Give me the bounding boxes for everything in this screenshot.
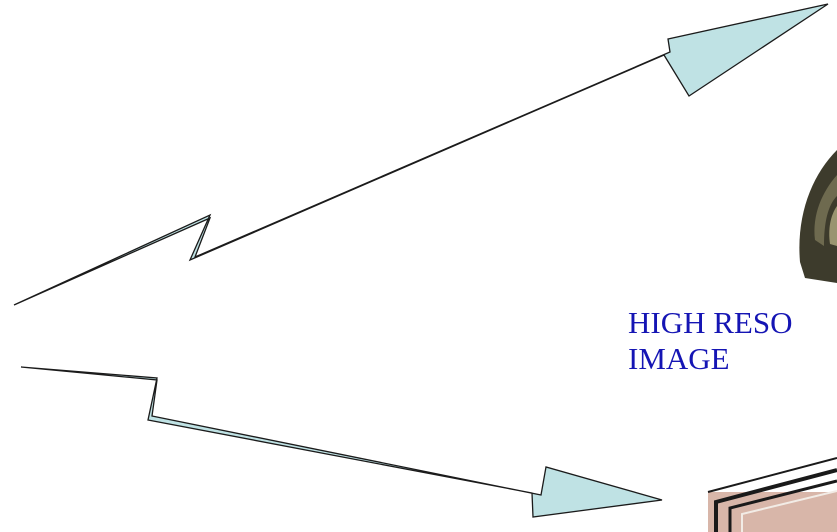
- caption-line-2: IMAGE: [628, 341, 730, 376]
- image-caption: HIGH RESO IMAGE: [628, 305, 792, 377]
- dark-clipart-shape: [799, 150, 837, 283]
- upper-double-arrow: [13, 3, 829, 306]
- caption-line-1: HIGH RESO: [628, 305, 793, 340]
- building-clipart: [707, 457, 837, 532]
- lower-double-arrow: [20, 366, 663, 518]
